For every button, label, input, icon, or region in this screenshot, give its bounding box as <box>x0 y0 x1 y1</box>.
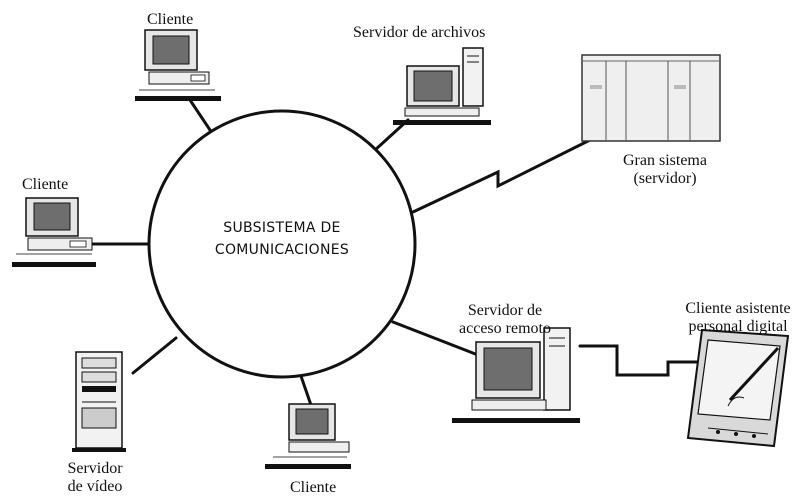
communications-subsystem-label: SUBSISTEMA DE COMUNICACIONES <box>192 217 372 261</box>
link-video-server <box>131 336 178 375</box>
pda-icon <box>686 328 790 448</box>
desktop-computer-icon <box>135 29 221 101</box>
communications-subsystem-circle <box>147 109 417 379</box>
link-remote-access <box>391 320 480 357</box>
video-server-label: Servidor de vídeo <box>52 460 138 496</box>
video-server-label-line1: Servidor <box>67 460 123 477</box>
client-bottom-label: Cliente <box>290 479 337 496</box>
mainframe-label: Gran sistema (servidor) <box>605 152 725 188</box>
client-top-label: Cliente <box>147 11 194 28</box>
mainframe-icon <box>581 54 721 142</box>
remote-access-server-label: Servidor de acceso remoto <box>450 302 560 338</box>
client-left-label: Cliente <box>22 176 69 193</box>
mainframe-label-line2: (servidor) <box>633 170 697 187</box>
file-server-label: Servidor de archivos <box>353 24 486 41</box>
mainframe-label-line1: Gran sistema <box>623 152 707 169</box>
link-mainframe-wan <box>411 138 592 214</box>
hub-label-line2: COMUNICACIONES <box>214 242 350 258</box>
desktop-server-icon <box>452 327 580 423</box>
link-pda-wireless <box>578 344 708 377</box>
pda-client-label: Cliente asistente personal digital <box>670 300 806 336</box>
pda-label-line2: personal digital <box>688 318 788 335</box>
pda-label-line1: Cliente asistente <box>685 300 791 317</box>
hub-label-line1: SUBSISTEMA DE <box>223 220 341 236</box>
video-server-label-line2: de vídeo <box>67 478 123 495</box>
desktop-computer-icon <box>265 403 351 469</box>
desktop-computer-icon <box>12 197 96 267</box>
desktop-server-icon <box>393 47 491 125</box>
remote-access-label-line2: acceso remoto <box>459 320 551 337</box>
tower-server-icon <box>72 351 126 452</box>
remote-access-label-line1: Servidor de <box>467 302 543 319</box>
